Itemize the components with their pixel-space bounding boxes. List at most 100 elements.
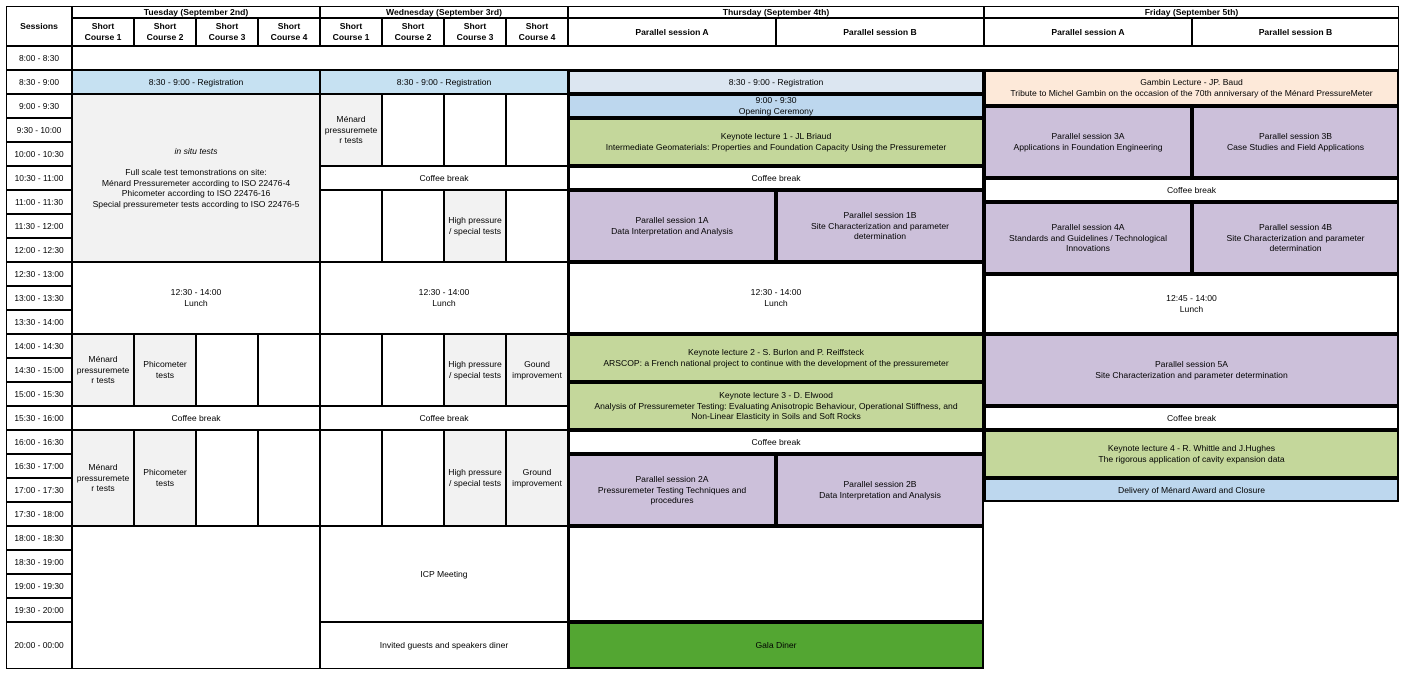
column-header-friday-1: Parallel session A <box>984 18 1192 46</box>
day-header-wednesday: Wednesday (September 3rd) <box>320 6 568 18</box>
wednesday-lunch: 12:30 - 14:00 Lunch <box>320 262 568 334</box>
tuesday-short-course-1-pm2: Ménard pressuremete r tests <box>72 430 134 526</box>
time-slot: 8:00 - 8:30 <box>6 46 72 70</box>
thursday-opening-ceremony: 9:00 - 9:30 Opening Ceremony <box>568 94 984 118</box>
empty-slot <box>258 430 320 526</box>
time-slot: 10:00 - 10:30 <box>6 142 72 166</box>
time-slot: 12:00 - 12:30 <box>6 238 72 262</box>
empty-slot <box>320 334 382 406</box>
time-slot: 8:30 - 9:00 <box>6 70 72 94</box>
column-header-thursday-1: Parallel session A <box>568 18 776 46</box>
wednesday-icp-meeting: ICP Meeting <box>320 526 568 622</box>
wednesday-short-course-4-pm1: Gound improvement <box>506 334 568 406</box>
time-slot: 18:00 - 18:30 <box>6 526 72 550</box>
friday-parallel-session-3b: Parallel session 3B Case Studies and Fie… <box>1192 106 1399 178</box>
wednesday-registration: 8:30 - 9:00 - Registration <box>320 70 568 94</box>
time-slot: 19:00 - 19:30 <box>6 574 72 598</box>
empty-slot <box>258 334 320 406</box>
time-slot: 17:30 - 18:00 <box>6 502 72 526</box>
friday-parallel-session-4a: Parallel session 4A Standards and Guidel… <box>984 202 1192 274</box>
tuesday-registration: 8:30 - 9:00 - Registration <box>72 70 320 94</box>
column-header-friday-2: Parallel session B <box>1192 18 1399 46</box>
tuesday-short-course-2-pm2: Phicometer tests <box>134 430 196 526</box>
column-header-wednesday-2: Short Course 2 <box>382 18 444 46</box>
thursday-keynote-3: Keynote lecture 3 - D. Elwood Analysis o… <box>568 382 984 430</box>
friday-lunch: 12:45 - 14:00 Lunch <box>984 274 1399 334</box>
empty-slot <box>382 190 444 262</box>
thursday-parallel-session-1b: Parallel session 1B Site Characterizatio… <box>776 190 984 262</box>
empty-slot <box>382 94 444 166</box>
empty-slot <box>196 430 258 526</box>
wednesday-coffee-break-am: Coffee break <box>320 166 568 190</box>
thursday-parallel-session-1a: Parallel session 1A Data Interpretation … <box>568 190 776 262</box>
tuesday-short-course-2-pm1: Phicometer tests <box>134 334 196 406</box>
time-slot: 9:00 - 9:30 <box>6 94 72 118</box>
time-slot: 12:30 - 13:00 <box>6 262 72 286</box>
time-slot: 10:30 - 11:00 <box>6 166 72 190</box>
empty-slot <box>506 190 568 262</box>
thursday-parallel-session-2a: Parallel session 2A Pressuremeter Testin… <box>568 454 776 526</box>
thursday-registration: 8:30 - 9:00 - Registration <box>568 70 984 94</box>
thursday-evening-empty <box>568 526 984 622</box>
in-situ-title: in situ tests <box>174 145 218 156</box>
time-slot: 13:00 - 13:30 <box>6 286 72 310</box>
empty-slot <box>444 94 506 166</box>
thursday-gala-dinner: Gala Diner <box>568 622 984 669</box>
time-slot: 20:00 - 00:00 <box>6 622 72 669</box>
friday-parallel-session-3a: Parallel session 3A Applications in Foun… <box>984 106 1192 178</box>
time-slot: 15:30 - 16:00 <box>6 406 72 430</box>
time-slot: 11:00 - 11:30 <box>6 190 72 214</box>
day-header-friday: Friday (September 5th) <box>984 6 1399 18</box>
friday-parallel-session-5a: Parallel session 5A Site Characterizatio… <box>984 334 1399 406</box>
day-header-tuesday: Tuesday (September 2nd) <box>72 6 320 18</box>
time-slot: 16:30 - 17:00 <box>6 454 72 478</box>
time-slot: 18:30 - 19:00 <box>6 550 72 574</box>
column-header-tuesday-1: Short Course 1 <box>72 18 134 46</box>
column-header-tuesday-2: Short Course 2 <box>134 18 196 46</box>
thursday-parallel-session-2b: Parallel session 2B Data Interpretation … <box>776 454 984 526</box>
column-header-wednesday-4: Short Course 4 <box>506 18 568 46</box>
column-header-wednesday-1: Short Course 1 <box>320 18 382 46</box>
in-situ-description: Full scale test temonstrations on site: … <box>92 166 300 210</box>
column-header-thursday-2: Parallel session B <box>776 18 984 46</box>
time-slot: 9:30 - 10:00 <box>6 118 72 142</box>
empty-slot <box>320 190 382 262</box>
thursday-keynote-1: Keynote lecture 1 - JL Briaud Intermedia… <box>568 118 984 166</box>
time-slot: 16:00 - 16:30 <box>6 430 72 454</box>
tuesday-lunch: 12:30 - 14:00 Lunch <box>72 262 320 334</box>
time-slot: 17:00 - 17:30 <box>6 478 72 502</box>
empty-slot <box>382 430 444 526</box>
wednesday-short-course-3-pm2: High pressure / special tests <box>444 430 506 526</box>
wednesday-speakers-dinner: Invited guests and speakers diner <box>320 622 568 669</box>
column-header-wednesday-3: Short Course 3 <box>444 18 506 46</box>
wednesday-short-course-3-pm1: High pressure / special tests <box>444 334 506 406</box>
thursday-keynote-2: Keynote lecture 2 - S. Burlon and P. Rei… <box>568 334 984 382</box>
thursday-coffee-break-pm: Coffee break <box>568 430 984 454</box>
wednesday-short-course-1-am: Ménard pressuremete r tests <box>320 94 382 166</box>
time-slot: 15:00 - 15:30 <box>6 382 72 406</box>
empty-slot <box>196 334 258 406</box>
time-slot: 13:30 - 14:00 <box>6 310 72 334</box>
friday-coffee-break-pm: Coffee break <box>984 406 1399 430</box>
time-slot: 11:30 - 12:00 <box>6 214 72 238</box>
thursday-coffee-break-am: Coffee break <box>568 166 984 190</box>
empty-slot <box>382 334 444 406</box>
day-header-thursday: Thursday (September 4th) <box>568 6 984 18</box>
sessions-header: Sessions <box>6 6 72 46</box>
tuesday-coffee-break: Coffee break <box>72 406 320 430</box>
wednesday-short-course-4-pm2: Ground improvement <box>506 430 568 526</box>
column-header-tuesday-4: Short Course 4 <box>258 18 320 46</box>
time-slot: 14:30 - 15:00 <box>6 358 72 382</box>
tuesday-evening-empty <box>72 526 320 669</box>
time-slot: 19:30 - 20:00 <box>6 598 72 622</box>
wednesday-short-course-3-am: High pressure / special tests <box>444 190 506 262</box>
friday-gambin-lecture: Gambin Lecture - JP. Baud Tribute to Mic… <box>984 70 1399 106</box>
time-slot: 14:00 - 14:30 <box>6 334 72 358</box>
friday-award-and-closure: Delivery of Ménard Award and Closure <box>984 478 1399 502</box>
friday-coffee-break-am: Coffee break <box>984 178 1399 202</box>
empty-slot <box>506 94 568 166</box>
friday-parallel-session-4b: Parallel session 4B Site Characterizatio… <box>1192 202 1399 274</box>
column-header-tuesday-3: Short Course 3 <box>196 18 258 46</box>
thursday-lunch: 12:30 - 14:00 Lunch <box>568 262 984 334</box>
